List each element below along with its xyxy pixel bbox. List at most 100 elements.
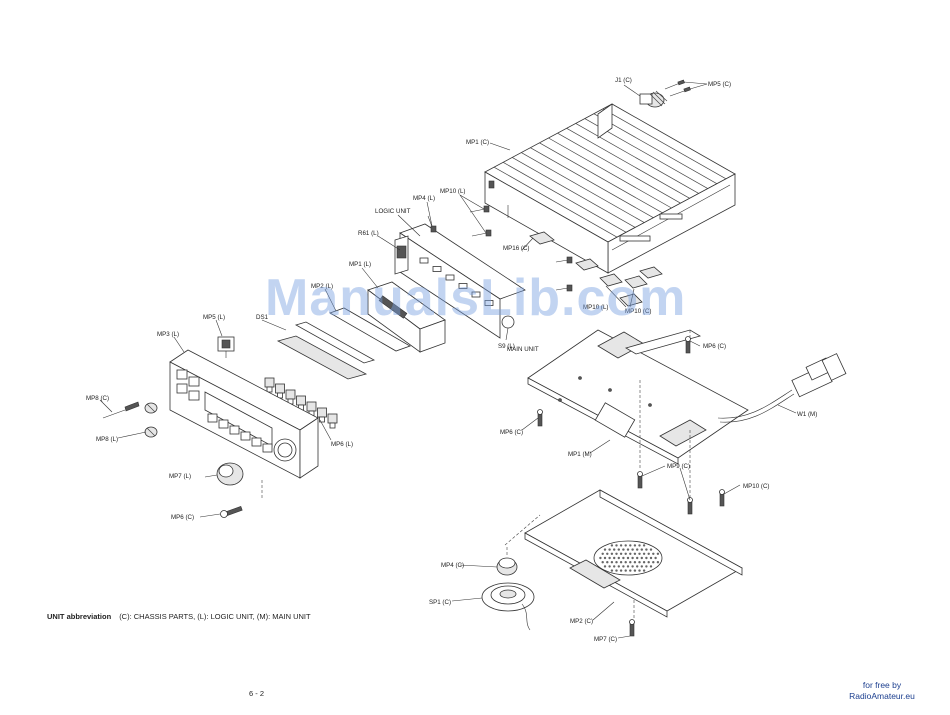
label-logic-unit: LOGIC UNIT <box>375 208 411 215</box>
grille-hole <box>649 565 653 568</box>
grille-hole <box>608 556 611 560</box>
key-cap <box>327 413 338 424</box>
key-cap <box>285 389 296 400</box>
grille-hole <box>642 561 646 564</box>
grille-hole <box>617 565 620 568</box>
main-screws <box>537 336 725 515</box>
logic-switch <box>471 291 481 298</box>
label-w1-m: W1 (M) <box>797 411 817 418</box>
grille-hole <box>640 565 643 568</box>
grille-hole <box>610 552 614 555</box>
bottom-cover <box>524 489 743 618</box>
grille-hole <box>613 556 616 560</box>
logic-unit-switches <box>419 257 494 306</box>
key-cap <box>275 383 285 394</box>
panel-button <box>218 419 229 429</box>
grille-hole <box>601 552 604 555</box>
grille-hole <box>636 565 639 568</box>
grille-hole <box>647 552 650 555</box>
panel-button <box>229 425 240 435</box>
grille-hole <box>649 556 653 560</box>
grille-hole <box>626 565 630 568</box>
mp7-screw <box>629 619 635 637</box>
panel-button <box>207 413 218 423</box>
speaker-assembly <box>481 557 535 631</box>
grille-hole <box>638 552 641 555</box>
label-mp6-c-top: MP6 (C) <box>703 343 726 350</box>
mp16-pads <box>529 231 663 307</box>
grille-hole <box>656 552 660 555</box>
grille-hole <box>633 569 637 572</box>
leader-lines <box>99 81 797 639</box>
grille-hole <box>638 569 641 572</box>
panel-button <box>188 376 200 387</box>
source-credit-site[interactable]: RadioAmateur.eu <box>849 691 915 701</box>
grille-hole <box>603 556 607 560</box>
grille-hole <box>645 548 648 551</box>
grille-hole <box>619 552 623 555</box>
label-mp6-c-bottom: MP6 (C) <box>171 514 194 521</box>
grille-hole <box>622 565 625 568</box>
front-panel-buttons <box>176 369 273 453</box>
label-sp1-c: SP1 (C) <box>429 599 451 606</box>
logic-switch <box>484 300 494 306</box>
grille-hole <box>610 561 614 564</box>
grille-hole <box>615 561 618 564</box>
label-mp8-c: MP8 (C) <box>86 395 109 402</box>
grille-hole <box>610 569 614 572</box>
label-mp10-c: MP10 (C) <box>743 483 769 490</box>
label-mp5-l: MP5 (L) <box>203 314 225 321</box>
logic-screws <box>427 205 573 292</box>
label-mp5-c: MP5 (C) <box>708 81 731 88</box>
grille-hole <box>638 561 641 564</box>
label-mp4-c: MP4 (C) <box>441 562 464 569</box>
label-mp7-c: MP7 (C) <box>594 636 617 643</box>
grille-hole <box>599 556 602 560</box>
grille-hole <box>610 544 614 547</box>
grille-hole <box>615 552 618 555</box>
grille-hole <box>624 561 627 564</box>
grille-hole <box>631 565 634 568</box>
grille-hole <box>608 548 611 551</box>
panel-button <box>262 443 273 453</box>
grille-hole <box>601 561 604 564</box>
grille-hole <box>624 544 627 547</box>
mp5-bracket <box>217 336 235 358</box>
grille-hole <box>636 548 639 551</box>
grille-hole <box>615 569 618 572</box>
unit-abbreviation: UNIT abbreviation(C): CHASSIS PARTS, (L)… <box>47 612 311 621</box>
grille-hole <box>624 569 627 572</box>
grille-hole <box>640 556 643 560</box>
source-credit: for free by RadioAmateur.eu <box>832 680 932 702</box>
grille-hole <box>619 561 623 564</box>
grille-hole <box>636 556 639 560</box>
label-mp2-c: MP2 (C) <box>570 618 593 625</box>
chassis-heatsink <box>484 103 736 274</box>
grille-hole <box>629 544 632 547</box>
grille-hole <box>633 561 637 564</box>
front-panel <box>169 349 319 479</box>
grille-hole <box>633 544 637 547</box>
grille-hole <box>642 544 646 547</box>
grille-hole <box>631 556 634 560</box>
label-mp2-l: MP2 (L) <box>311 283 333 290</box>
panel-button <box>176 369 188 380</box>
key-stem <box>329 422 336 429</box>
panel-button <box>251 437 262 447</box>
grille-hole <box>638 544 641 547</box>
grille-hole <box>642 569 646 572</box>
panel-button <box>240 431 251 441</box>
grille-hole <box>608 565 611 568</box>
fin-line <box>566 127 690 199</box>
grille-hole <box>654 556 657 560</box>
grille-hole <box>629 569 632 572</box>
label-main-unit: MAIN UNIT <box>507 346 539 353</box>
label-mp10-l-2: MP10 (L) <box>583 304 608 311</box>
label-s9-l: S9 (L) <box>498 343 515 350</box>
unit-abbreviation-text: (C): CHASSIS PARTS, (L): LOGIC UNIT, (M)… <box>119 612 311 621</box>
label-mp1-l: MP1 (L) <box>349 261 371 268</box>
logic-switch <box>458 283 468 289</box>
key-stem <box>266 386 273 393</box>
grille-hole <box>645 556 648 560</box>
grille-hole <box>603 565 607 568</box>
